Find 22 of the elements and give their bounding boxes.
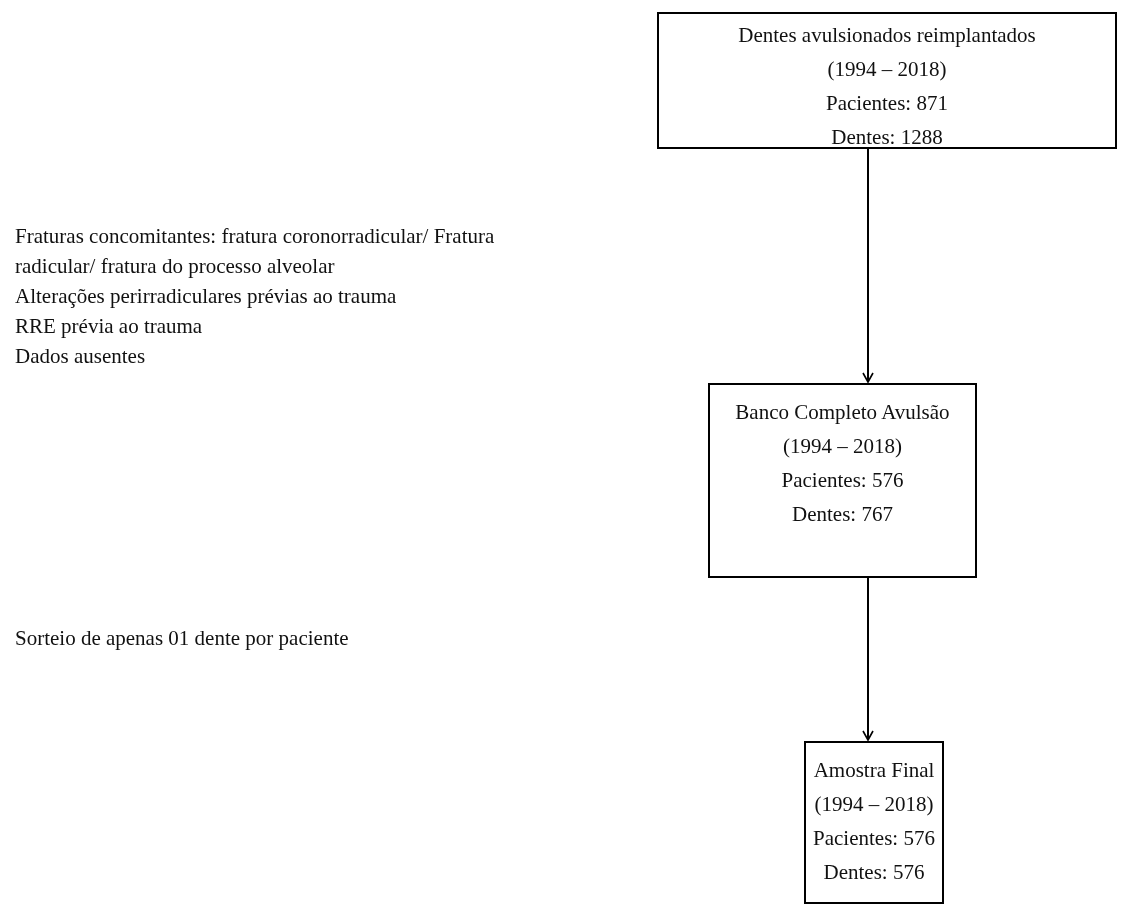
process-box [657, 12, 1117, 149]
box-text: (1994 – 2018) [813, 791, 935, 818]
note-text: Dados ausentes [15, 343, 147, 370]
box-text: Dentes: 1288 [830, 124, 944, 151]
box-text: Pacientes: 576 [812, 825, 936, 852]
box-heading: Dentes avulsionados reimplantados [737, 22, 1037, 49]
note-text: Alterações perirradiculares prévias ao trauma [15, 283, 398, 310]
box-text: Dentes: 767 [791, 501, 894, 528]
box-text: (1994 – 2018) [782, 433, 903, 460]
arrow [862, 148, 874, 383]
note-text: RRE prévia ao trauma [15, 313, 204, 340]
box-heading: Amostra Final [812, 757, 936, 784]
box-text: (1994 – 2018) [826, 56, 948, 83]
process-box [708, 383, 977, 578]
process-box [804, 741, 944, 904]
box-text: Pacientes: 871 [825, 90, 949, 117]
note-text: Sorteio de apenas 01 dente por paciente [15, 625, 350, 652]
arrow [862, 577, 874, 741]
note-text: Fraturas concomitantes: fratura coronorradicular/ Fratura radicular/ fratura do processo alveolar [15, 223, 496, 280]
box-text: Pacientes: 576 [780, 467, 905, 494]
box-text: Dentes: 576 [822, 859, 926, 886]
box-heading: Banco Completo Avulsão [734, 399, 951, 426]
